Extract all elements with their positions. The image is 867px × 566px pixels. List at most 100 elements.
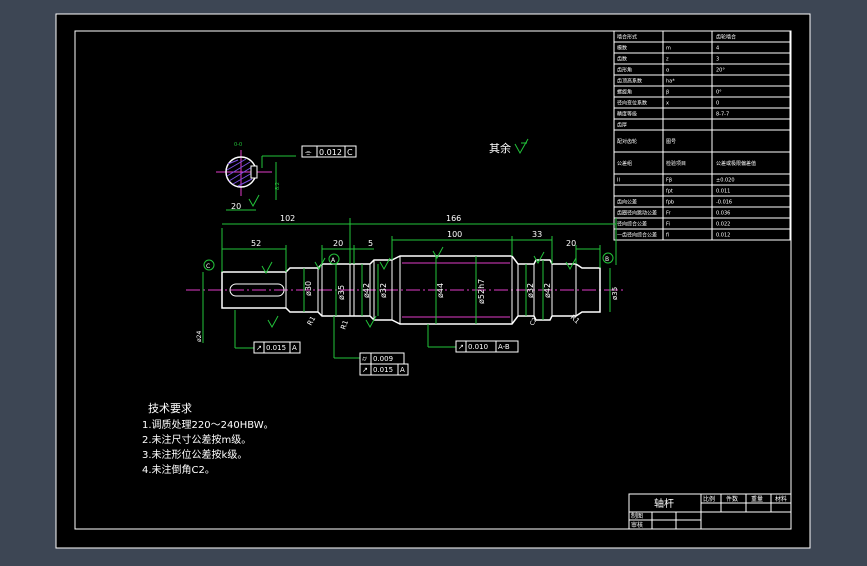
title-col-2: 件数 [726,495,738,503]
dia-44: ø44 [436,283,445,298]
gear-table-cell: 0.012 [716,233,730,239]
dim-102: 102 [280,214,295,223]
datum-a: A [331,257,336,264]
gear-table-cell: x [666,101,669,107]
dia-35b: ø35 [611,287,619,300]
roughness-symbol [514,138,529,155]
gear-table-cell: 径向综合公差 [617,221,647,228]
gear-table-cell: fi [666,233,669,239]
chamfer-dim: C2 [529,316,539,327]
dim-52: 52 [251,239,261,248]
gear-table-cell: 径向变位系数 [617,100,647,107]
datum-c: C [206,263,210,270]
gear-table-cell: 0.011 [716,189,730,195]
fcf-right-value: 0.010 [468,343,488,351]
key-depth-dim: 8.2 [275,182,281,190]
roughness-note-text: 其余 [489,141,511,155]
gear-table-cell: 检验项目 [666,160,686,167]
section-roughness [248,194,260,208]
sv-fcf-value: 0.012 [319,148,342,157]
title-block: 轴杆 比例 件数 重量 材料 制图 审核 [628,493,792,530]
tech-requirements: 技术要求 1.调质处理220～240HBW。 2.未注尺寸公差按m级。 3.未注… [142,402,274,476]
fcf-right-datum: A-B [498,343,510,351]
fcf-left: ↗ 0.015 A [234,310,301,354]
title-col-4: 材料 [775,495,787,503]
keyway [250,165,258,179]
gear-table-cell: 0.036 [716,211,730,217]
inner-frame [74,30,792,530]
gear-table-cell: 0 [716,101,719,107]
fcf-left-symbol: ↗ [256,344,262,352]
gear-table-cell: 齿数 [617,56,627,63]
tech-req-item-2: 2.未注尺寸公差按m级。 [142,433,251,446]
gear-table-cell: fpb [666,200,674,206]
gear-table-cell: ha* [666,79,675,85]
datum-markers: C A B [203,252,614,271]
title-row-b: 审核 [631,521,643,529]
gear-table-cell: 20° [716,68,725,74]
tech-req-title: 技术要求 [148,402,192,415]
gear-table-cell: 精度等级 [617,111,637,118]
gear-table-cell: 齿向公差 [617,199,637,206]
tech-req-item-4: 4.未注倒角C2。 [142,463,215,476]
gear-table-cell: 3 [716,57,719,63]
radius-mid: R1 [339,319,350,331]
dia-52: ø52h7 [477,279,486,304]
fcf-right: ↗ 0.010 A-B [427,324,519,353]
section-hatching [226,158,253,187]
gear-table-cell: Fi [666,222,670,228]
sv-fcf-datum: C [347,148,353,157]
shaft-view [186,255,624,325]
fcf-center-bottom-value: 0.015 [373,366,393,374]
gear-table-cell: 8-7-7 [716,112,729,118]
dim-5: 5 [368,239,373,248]
gear-table-cell: 配对齿轮 [617,138,637,145]
sv-fcf-symbol: ⌯ [305,148,312,157]
dia-key: ø24 [196,331,203,342]
fcf-center-top-symbol: ⌭ [362,355,367,363]
outer-border [55,13,811,549]
dim-20b: 20 [566,239,576,248]
key-width-dim: 20 [231,202,241,211]
gear-table-cell: 齿圈径向跳动公差 [617,210,657,217]
datum-b: B [605,256,609,263]
title-col-1: 比例 [703,495,715,503]
dim-33: 33 [532,230,542,239]
dia-32b: ø32 [526,283,535,298]
fcf-right-symbol: ↗ [458,343,464,351]
keyway-slot [229,283,285,297]
sv-fcf-box [301,145,357,158]
section-label: 0-0 [234,142,242,148]
section-view: 0-0 20 8.2 ⌯ 0.012 C [216,142,357,211]
gear-table-cell: α [666,68,670,74]
gear-table-cell: 齿形角 [617,67,632,74]
fcf-center-bottom-symbol: ↗ [362,366,368,374]
dim-20a: 20 [333,239,343,248]
gear-table-cell: β [666,90,669,96]
gear-table-cell: 4 [716,46,719,52]
gear-table-cell: z [666,57,669,63]
gear-table-cell: fpt [666,189,673,195]
fcf-left-datum: A [292,344,297,352]
title-col-3: 重量 [751,495,763,503]
gear-table-cell: 一齿径向综合公差 [617,232,657,239]
gear-table-cell: -0.016 [716,200,732,206]
fcf-group: ↗ 0.015 A ⌭ 0.009 ↗ 0.015 A ↗ 0. [234,310,519,376]
gear-table-cell: 齿厚 [617,123,627,129]
tech-req-item-3: 3.未注形位公差按k级。 [142,448,247,461]
gear-table-cell: 公差或极限偏差值 [716,160,756,167]
dim-100: 100 [447,230,462,239]
dia-42b: ø42 [543,283,552,298]
gear-table-cell: 螺旋角 [617,89,632,96]
fcf-left-value: 0.015 [266,344,286,352]
gear-table-cell: 公差组 [617,160,632,167]
dia-30: ø30 [304,281,313,296]
dim-166: 166 [446,214,461,223]
dimensions: 102 166 52 20 5 100 33 20 ø24 ø30 ø35 ø3… [196,214,619,343]
gear-table-cell: Fβ [666,178,672,184]
dia-42a: ø42 [362,283,371,298]
title-row-a: 制图 [631,512,643,520]
dia-32a: ø32 [379,283,388,298]
